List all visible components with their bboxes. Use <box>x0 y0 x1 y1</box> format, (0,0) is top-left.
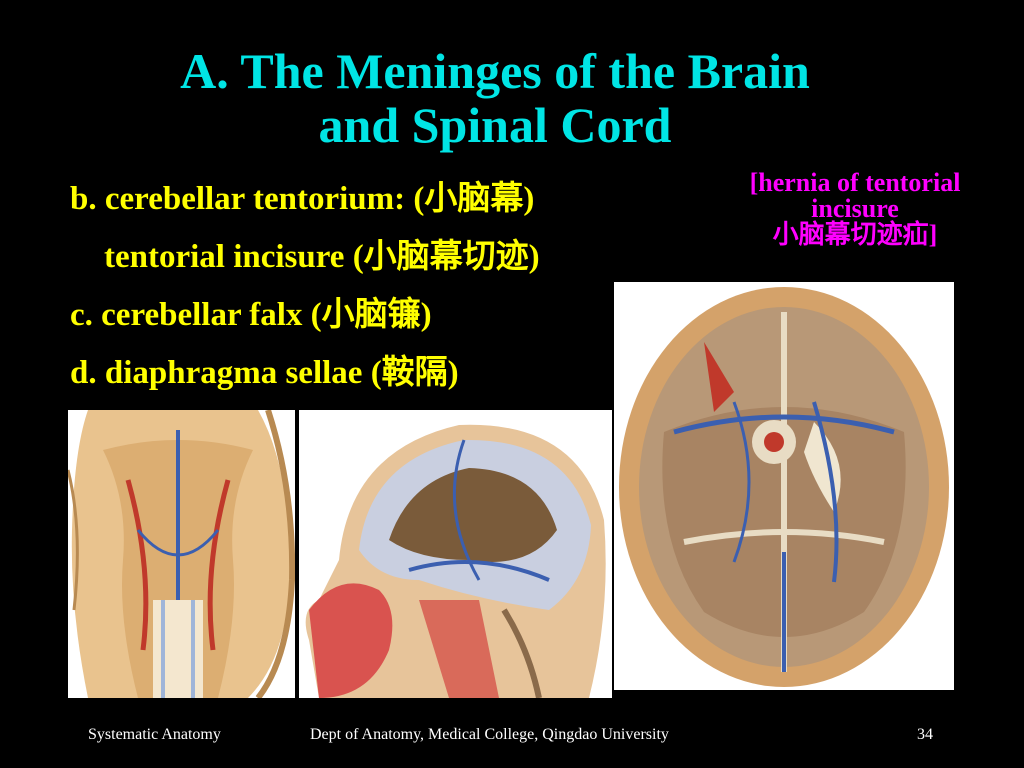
item-c-text: c. cerebellar falx (小脑镰) <box>70 297 432 333</box>
axial-brain-dissection-illustration <box>68 410 295 698</box>
note-line-1: [hernia of tentorial <box>749 168 961 197</box>
item-b-subitem-text: tentorial incisure (小脑幕切迹) <box>104 239 540 275</box>
cranial-base-dura-illustration <box>614 282 954 690</box>
footer-page-number: 34 <box>917 726 933 743</box>
item-b-text: b. cerebellar tentorium: (小脑幕) <box>70 181 535 217</box>
note-line-3: 小脑幕切迹疝] <box>772 220 938 249</box>
slide-title: A. The Meninges of the Brain and Spinal … <box>0 44 990 152</box>
footer-course-name: Systematic Anatomy <box>88 726 221 743</box>
title-line-2: and Spinal Cord <box>318 97 672 153</box>
item-d-text: d. diaphragma sellae (鞍隔) <box>70 355 459 391</box>
sagittal-head-section-illustration <box>299 410 612 698</box>
title-line-1: A. The Meninges of the Brain <box>180 43 810 99</box>
hernia-note: [hernia of tentorial incisure 小脑幕切迹疝] <box>710 170 1000 248</box>
note-line-2: incisure <box>811 194 899 223</box>
footer-department: Dept of Anatomy, Medical College, Qingda… <box>310 726 669 743</box>
